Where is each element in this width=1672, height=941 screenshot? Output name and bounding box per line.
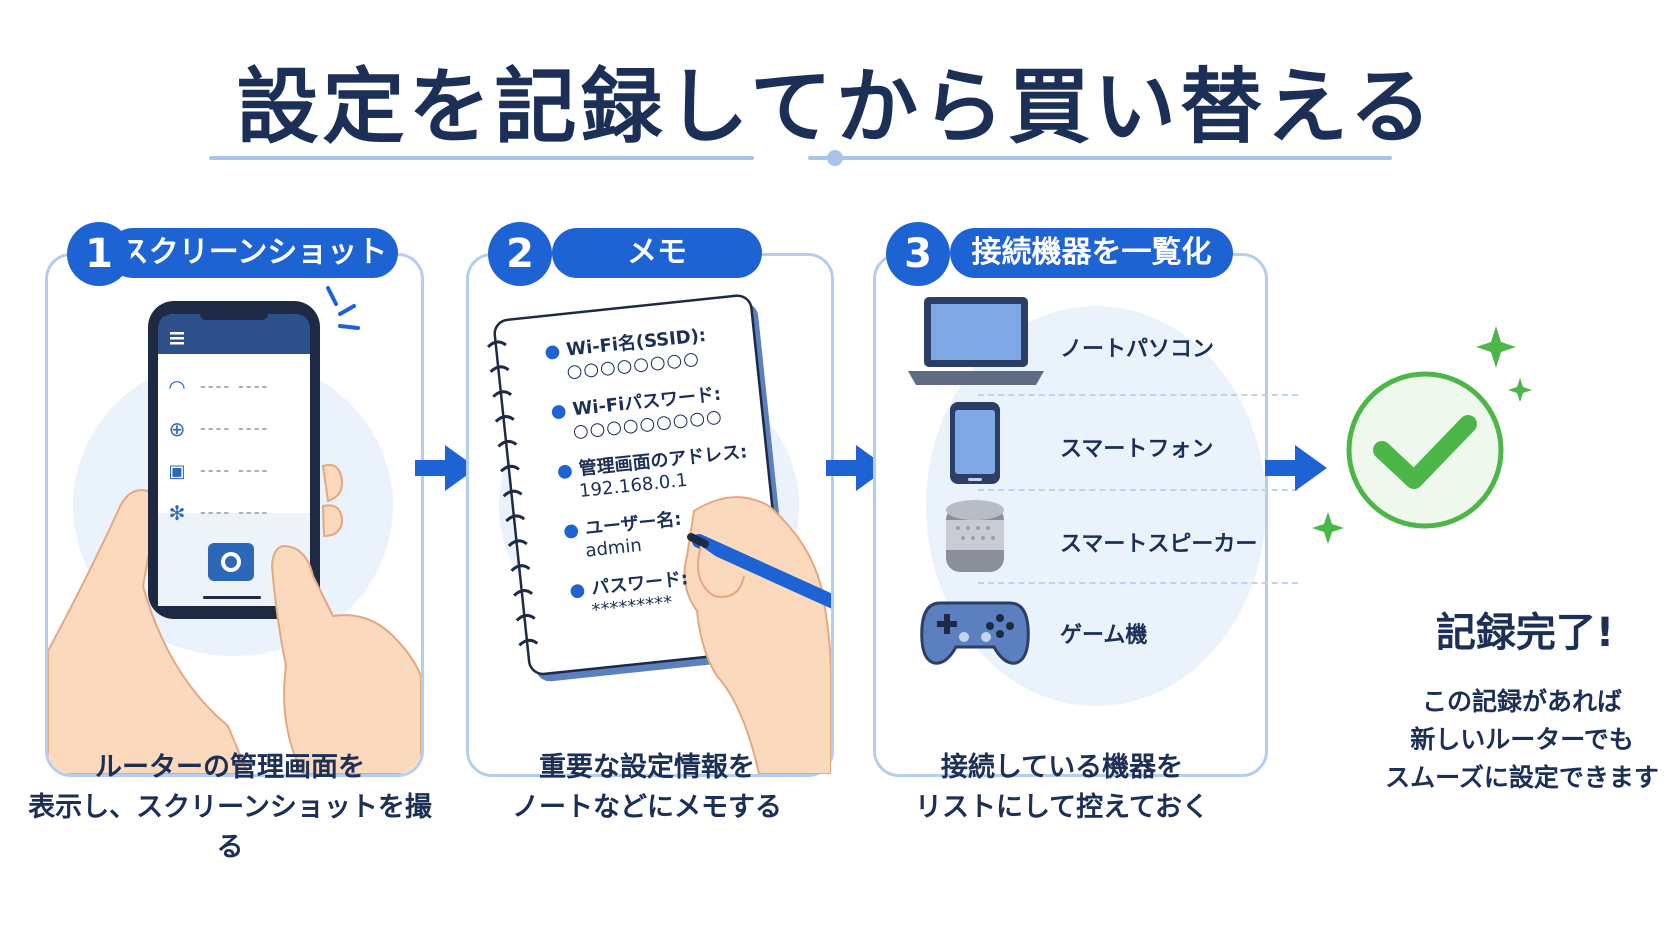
phone-row: ⊕ ---- ---- (166, 408, 306, 450)
device-divider (978, 489, 1298, 491)
arrow-right-icon (1265, 445, 1327, 491)
step-2-caption: 重要な設定情報を ノートなどにメモする (447, 748, 847, 828)
device-label-laptop: ノートパソコン (1060, 337, 1215, 362)
gear-icon: ✻ (168, 501, 186, 525)
phone-row: ◠ ---- ---- (166, 366, 306, 408)
step-1-panel: ◠ ---- ---- ⊕ ---- ---- ▣ ---- ---- ✻ --… (45, 253, 424, 777)
sparkle-icon (1476, 326, 1516, 368)
step-2-number: 2 (488, 222, 552, 286)
done-line: この記録があれば (1421, 687, 1622, 716)
phone-settings-list: ◠ ---- ---- ⊕ ---- ---- ▣ ---- ---- ✻ --… (166, 366, 306, 534)
done-title: 記録完了! (1435, 610, 1615, 656)
game-controller-icon (920, 601, 1030, 665)
lock-icon: ▣ (168, 460, 186, 482)
step-3-caption: 接続している機器を リストにして控えておく (862, 748, 1262, 828)
step-2-panel: ● Wi-Fi名(SSID): ○○○○○○○○ ● Wi-Fiパスワード: ○… (466, 253, 834, 777)
caption-line: ノートなどにメモする (512, 792, 782, 823)
done-message: この記録があれば 新しいルーターでも スムーズに設定できます (1372, 683, 1672, 797)
caption-line: 接続している機器を (940, 752, 1184, 783)
step-1-number: 1 (67, 222, 131, 286)
arrow-right-icon (415, 445, 477, 491)
note-value: admin (584, 534, 643, 562)
globe-icon: ⊕ (168, 417, 186, 441)
arrow-right-icon (826, 445, 888, 491)
sparkle-icon (1508, 378, 1532, 402)
phone-row-text: ---- ---- (200, 421, 270, 437)
caption-line: 重要な設定情報を (539, 752, 755, 783)
caption-line: リストにして控えておく (914, 792, 1210, 823)
step-1-label: スクリーンショット (108, 228, 398, 278)
phone-row-text: ---- ---- (200, 379, 270, 395)
device-divider (978, 582, 1298, 584)
phone-row: ✻ ---- ---- (166, 492, 306, 534)
step-3-number: 3 (886, 222, 950, 286)
title-divider-left (209, 156, 754, 160)
device-label-smartphone: スマートフォン (1060, 437, 1214, 462)
step-3-label: 接続機器を一覧化 (950, 228, 1233, 278)
notebook-page: ● Wi-Fi名(SSID): ○○○○○○○○ ● Wi-Fiパスワード: ○… (543, 314, 803, 636)
device-label-speaker: スマートスピーカー (1060, 532, 1258, 557)
done-line: 新しいルーターでも (1410, 725, 1634, 754)
title-divider-right (808, 156, 1392, 160)
device-divider (978, 394, 1298, 396)
device-label-game: ゲーム機 (1060, 623, 1148, 648)
step-2-label: メモ (552, 228, 762, 278)
sparkle-icon (1312, 512, 1344, 544)
smart-speaker-icon (946, 500, 1004, 572)
check-circle-icon (1312, 326, 1532, 544)
laptop-icon (908, 297, 1044, 385)
phone-row-text: ---- ---- (200, 463, 270, 479)
done-line: スムーズに設定できます (1385, 763, 1659, 792)
screenshot-illustration (48, 286, 421, 774)
phone-row: ▣ ---- ---- (166, 450, 306, 492)
wifi-icon: ◠ (168, 375, 186, 399)
step-1-caption: ルーターの管理画面を 表示し、スクリーンショットを撮る (20, 748, 440, 868)
caption-line: ルーターの管理画面を (95, 752, 365, 783)
caption-line: 表示し、スクリーンショットを撮る (28, 792, 432, 863)
smartphone-icon (950, 402, 1000, 484)
page-title: 設定を記録してから買い替える (236, 60, 1436, 155)
notebook-illustration (486, 294, 831, 774)
phone-row-text: ---- ---- (200, 505, 270, 521)
